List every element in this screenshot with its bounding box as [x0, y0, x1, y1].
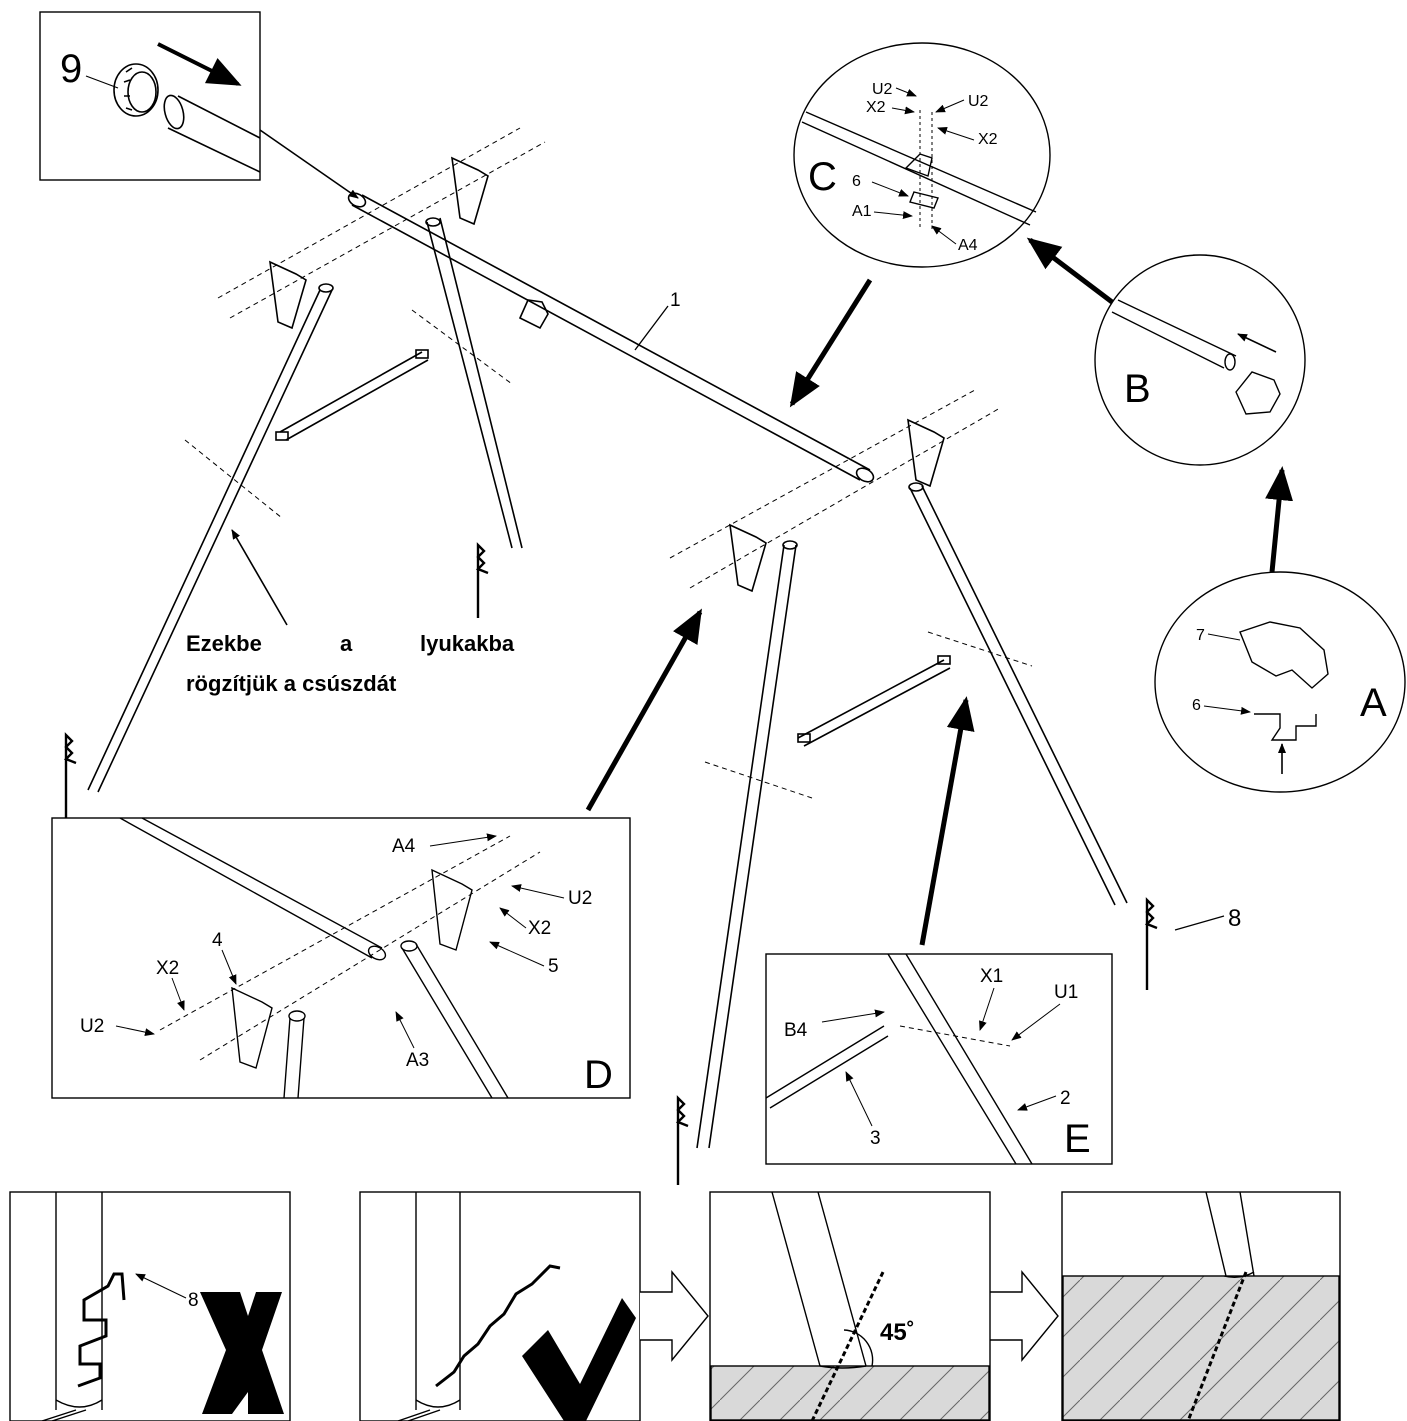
a-part-7: 7 [1196, 627, 1205, 644]
angle-label: 45˚ [880, 1319, 915, 1346]
top-beam [347, 192, 875, 483]
d-part-5: 5 [548, 956, 559, 977]
d-u2-left: U2 [80, 1016, 104, 1037]
detail-d: A4 U2 X2 5 4 X2 U2 A3 D [51, 817, 631, 1099]
check-mark-icon [522, 1298, 636, 1421]
c-x2-right: X2 [978, 131, 998, 148]
detail-c: C U2 X2 U2 X2 6 A1 A4 [793, 42, 1051, 268]
flow-arrows [585, 237, 1294, 946]
d-x2-left: X2 [156, 958, 179, 979]
label-part-8: 8 [1228, 905, 1241, 932]
left-legs [87, 217, 523, 793]
detail-b: B [1094, 254, 1306, 466]
note-word-3: lyukakba [420, 631, 515, 656]
e-part-3: 3 [870, 1128, 881, 1149]
e-b4: B4 [784, 1020, 808, 1041]
note-line-2: rögzítjük a csúszdát [186, 671, 397, 696]
ground-stakes [63, 542, 1158, 1185]
e-u1: U1 [1054, 982, 1078, 1003]
label-e: E [1064, 1117, 1091, 1161]
d-u2-right: U2 [568, 888, 592, 909]
step-wrong: 8 [9, 1191, 291, 1421]
right-legs [696, 482, 1128, 1149]
main-frame [63, 127, 1158, 1185]
c-a1: A1 [852, 203, 872, 220]
corner-brackets [269, 156, 945, 593]
step-arrow-2 [990, 1270, 1059, 1362]
detail-e: B4 X1 U1 2 3 E [765, 953, 1113, 1165]
step-wrong-part-8: 8 [188, 1290, 199, 1311]
step-angle: 45˚ [709, 1191, 991, 1421]
tube-end [163, 94, 261, 173]
label-a: A [1360, 681, 1387, 725]
endcap-inset: 9 [39, 11, 359, 199]
bolt-lines [184, 127, 1033, 799]
label-d: D [584, 1053, 613, 1097]
note-word-2: a [340, 631, 353, 656]
step-installed [1061, 1191, 1341, 1421]
e-x1: X1 [980, 966, 1003, 987]
slide-note: Ezekbe a lyukakba rögzítjük a csúszdát [186, 529, 515, 696]
e-part-2: 2 [1060, 1088, 1071, 1109]
d-x2-right: X2 [528, 918, 551, 939]
label-part-1: 1 [670, 290, 681, 311]
c-x2-left: X2 [866, 99, 886, 116]
d-a4: A4 [392, 836, 416, 857]
c-a4: A4 [958, 237, 978, 254]
label-c: C [808, 155, 837, 199]
detail-a: 7 6 A [1154, 571, 1406, 793]
c-u2-left: U2 [872, 81, 893, 98]
label-b: B [1124, 367, 1151, 411]
d-a3: A3 [406, 1050, 429, 1071]
step-arrow-1 [640, 1270, 709, 1362]
c-part-6: 6 [852, 173, 861, 190]
c-u2-right: U2 [968, 93, 989, 110]
wrong-cross-icon [200, 1292, 284, 1414]
d-part-4: 4 [212, 930, 223, 951]
insert-arrow [157, 42, 242, 86]
note-word-1: Ezekbe [186, 631, 262, 656]
step-right [359, 1191, 641, 1421]
endcap-icon [113, 63, 159, 117]
endcap-leader [259, 129, 359, 199]
a-part-6: 6 [1192, 697, 1201, 714]
label-part-9: 9 [60, 47, 82, 91]
